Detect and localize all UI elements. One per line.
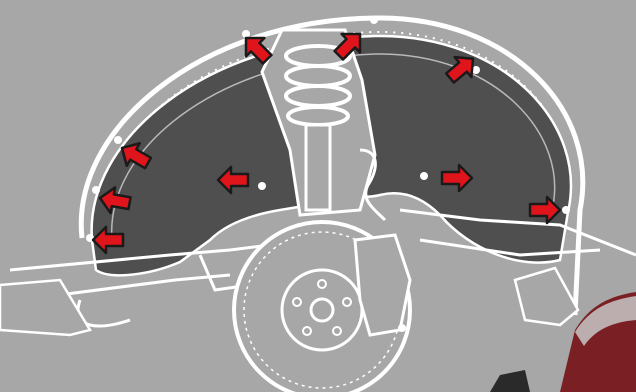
clip-point-icon [562, 206, 570, 214]
strut-body [306, 125, 330, 210]
clip-point-icon [92, 186, 100, 194]
clip-point-icon [370, 16, 378, 24]
clip-point-icon [420, 172, 428, 180]
clip-point-icon [114, 136, 122, 144]
clip-point-icon [258, 182, 266, 190]
clip-point-icon [398, 324, 406, 332]
